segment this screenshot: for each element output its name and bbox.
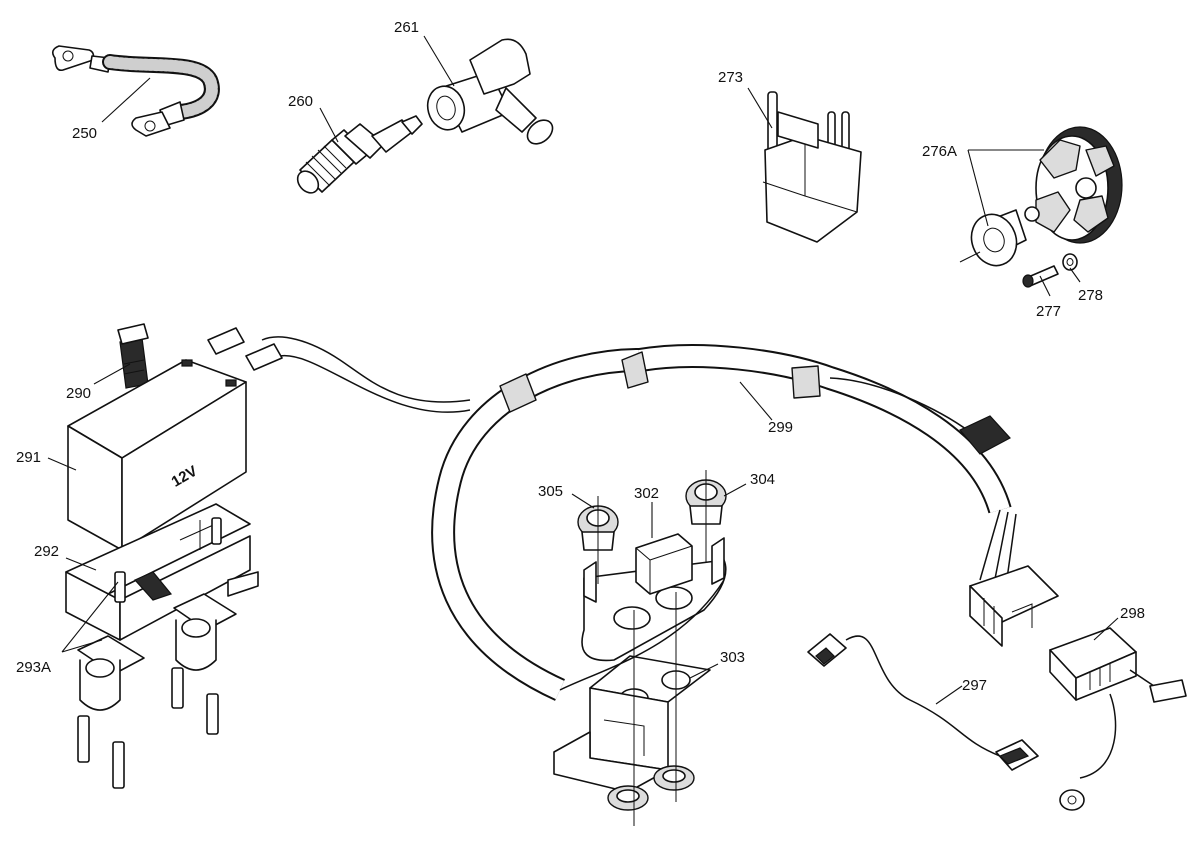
ground-strap-250 — [51, 45, 220, 137]
label-278: 278 — [1078, 287, 1103, 304]
battery-box-292 — [65, 503, 259, 641]
bolt-277 — [1022, 265, 1059, 288]
part-labels: 250 260 261 273 276A 277 278 290 291 292… — [16, 19, 1145, 694]
label-261: 261 — [394, 19, 419, 36]
label-276a: 276A — [922, 143, 957, 160]
bolts-293a — [77, 517, 222, 789]
label-299: 299 — [768, 419, 793, 436]
lock-nuts — [607, 592, 695, 826]
switch-304 — [685, 470, 727, 562]
plug-cap-261 — [426, 38, 554, 145]
battery-291: 12V — [67, 359, 247, 551]
mounting-plate-302 — [559, 533, 727, 691]
battery-strap-290 — [117, 323, 149, 389]
power-connector-298 — [1049, 627, 1187, 811]
clamp-293a — [77, 593, 237, 711]
label-302: 302 — [634, 485, 659, 502]
label-304: 304 — [750, 471, 775, 488]
label-273: 273 — [718, 69, 743, 86]
label-292: 292 — [34, 543, 59, 560]
label-250: 250 — [72, 125, 97, 142]
label-298: 298 — [1120, 605, 1145, 622]
label-297: 297 — [962, 677, 987, 694]
label-303: 303 — [720, 649, 745, 666]
label-305: 305 — [538, 483, 563, 500]
label-260: 260 — [288, 93, 313, 110]
label-290: 290 — [66, 385, 91, 402]
wiring-harness-299 — [207, 327, 1059, 701]
label-277: 277 — [1036, 303, 1061, 320]
washer-278 — [1062, 253, 1078, 271]
spark-plug-260 — [296, 115, 423, 194]
leader-lines — [47, 35, 1119, 705]
label-293a: 293A — [16, 659, 51, 676]
regulator-273 — [762, 91, 862, 243]
stator-276a — [959, 126, 1123, 267]
sensor-cable-297 — [807, 633, 1039, 771]
switch-305 — [577, 496, 619, 584]
label-291: 291 — [16, 449, 41, 466]
